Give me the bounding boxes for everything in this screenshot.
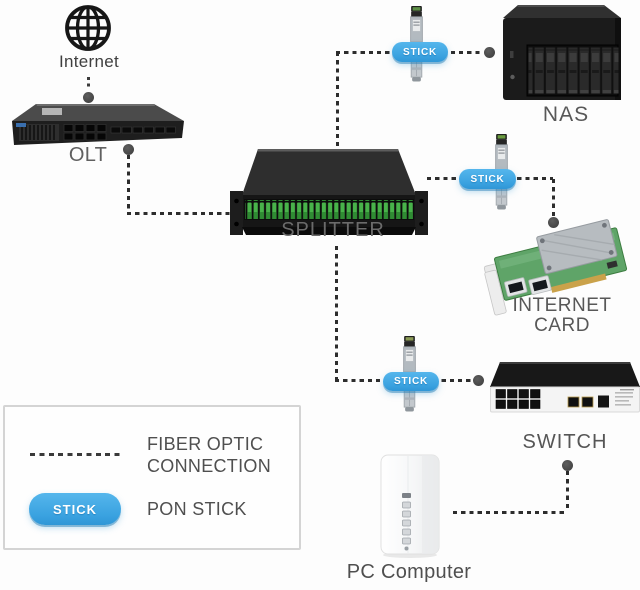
- stick-badge-1: STICK: [392, 42, 448, 62]
- connection-dot-nas: [484, 46, 495, 58]
- internet-card-device: [483, 219, 628, 316]
- fiber-link-switch-pc-h: [453, 510, 567, 514]
- fiber-link-internet-olt: [86, 77, 90, 90]
- legend-box: [3, 405, 301, 550]
- switch-device: [490, 362, 640, 413]
- fiber-link-splitter-switch-v: [334, 246, 338, 380]
- stick-badge-2: STICK: [459, 169, 516, 189]
- legend-pon-stick-label: PON STICK: [147, 499, 247, 519]
- connection-dot-olt-out: [123, 143, 134, 155]
- fiber-link-splitter-card-v: [551, 179, 555, 216]
- pc-label: PC Computer: [346, 561, 472, 583]
- pc-device: [380, 454, 440, 558]
- legend-stick-badge: STICK: [29, 493, 121, 525]
- internet-globe-icon: [65, 5, 111, 51]
- fiber-link-olt-splitter-h: [127, 211, 231, 215]
- internet-card-label: INTERNET CARD: [512, 295, 612, 336]
- connection-dot-pc: [561, 459, 573, 471]
- splitter-device: [230, 149, 428, 235]
- legend-fiber-dash-sample: [30, 452, 121, 456]
- fiber-link-olt-splitter-v: [127, 155, 130, 212]
- connection-dot-switch: [472, 374, 484, 386]
- internet-label: Internet: [58, 52, 120, 71]
- legend-fiber-line2: CONNECTION: [147, 456, 271, 476]
- olt-label: OLT: [68, 144, 108, 166]
- splitter-label: SPLITTER: [281, 219, 385, 241]
- nas-label: NAS: [542, 103, 590, 126]
- legend-fiber-line1: FIBER OPTIC: [147, 434, 264, 454]
- stick-badge-3: STICK: [383, 372, 439, 391]
- switch-label: SWITCH: [522, 431, 608, 453]
- legend-fiber-label: FIBER OPTIC CONNECTION: [147, 433, 277, 477]
- connection-dot-card: [548, 216, 559, 228]
- connection-dot-olt-top: [82, 91, 94, 103]
- fiber-link-splitter-nas-v: [335, 52, 339, 146]
- fiber-link-switch-pc-v: [565, 471, 569, 512]
- olt-device: [12, 104, 184, 145]
- nas-device: [503, 5, 621, 100]
